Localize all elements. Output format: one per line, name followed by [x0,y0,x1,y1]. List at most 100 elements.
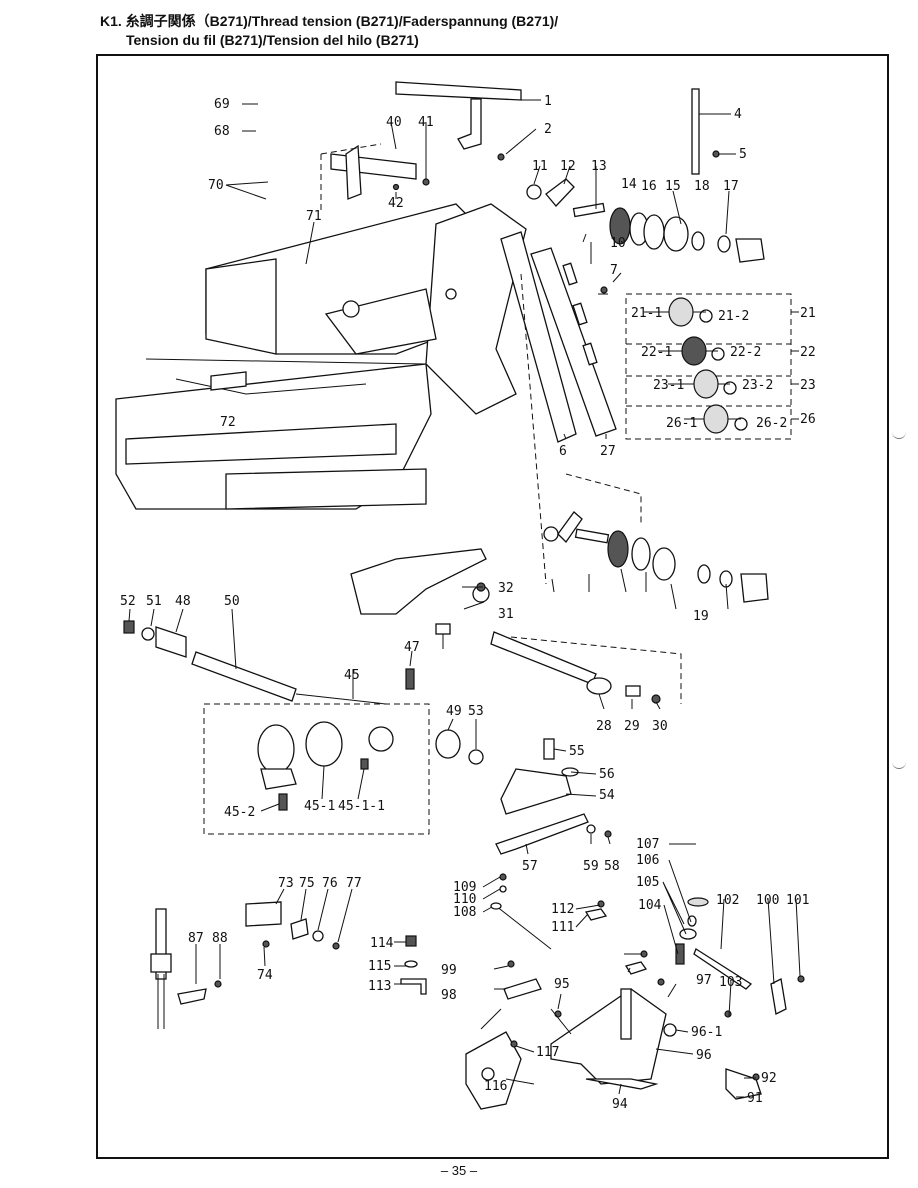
label-part: 68 [214,124,230,139]
label-part: 15 [665,179,681,194]
label-part: 6 [559,444,567,459]
label-part: 21-2 [718,309,749,324]
page-heading: K1. 糸調子関係（B271)/Thread tension (B271)/Fa… [100,12,558,50]
label-part: 58 [604,859,620,874]
label-part: 17 [723,179,739,194]
label-part: 75 [299,876,315,891]
label-part: 22-2 [730,345,761,360]
margin-scan-mark [892,758,906,769]
guides-113-117 [400,935,522,1110]
takeup-bracket [350,548,682,704]
label-part: 11 [532,159,548,174]
label-part: 96 [696,1048,712,1063]
label-part: 113 [368,979,391,994]
label-part: 54 [599,788,615,803]
shaft-parts [123,620,387,705]
label-part: 18 [694,179,710,194]
label-part: 1 [544,94,552,109]
label-part: 105 [636,875,659,890]
label-part: 76 [322,876,338,891]
label-part: 101 [786,893,809,908]
label-part: 42 [388,196,404,211]
label-part: 13 [591,159,607,174]
label-part: 26 [800,412,816,427]
thread-guide-40 [320,143,430,214]
label-part: 16 [641,179,657,194]
label-part: 106 [636,853,659,868]
label-part: 45-1-1 [338,799,385,814]
heading-line-2: Tension du fil (B271)/Tension del hilo (… [126,32,419,48]
label-part: 47 [404,640,420,655]
page-number: – 35 – [440,1163,478,1178]
label-part: 104 [638,898,662,913]
label-part: 70 [208,178,224,193]
label-part: 98 [441,988,457,1003]
label-part: 87 [188,931,204,946]
label-part: 102 [716,893,739,908]
label-part: 77 [346,876,362,891]
guide-73-77 [245,901,340,950]
part-number-labels: 1 2 4 5 6 7 10 11 12 13 14 15 16 17 18 1… [120,94,816,1112]
label-part: 41 [418,115,434,130]
label-part: 21-1 [631,306,662,321]
label-part: 112 [551,902,574,917]
label-part: 88 [212,931,228,946]
label-part: 45-1 [304,799,335,814]
label-part: 29 [624,719,640,734]
label-part: 94 [612,1097,628,1112]
label-part: 57 [522,859,538,874]
label-part: 27 [600,444,616,459]
thread-guide-parts [395,81,720,175]
label-part: 30 [652,719,668,734]
arm-parts [435,729,612,855]
label-part: 111 [551,920,574,935]
label-part: 49 [446,704,462,719]
label-part: 22 [800,345,816,360]
label-part: 107 [636,837,659,852]
label-part: 115 [368,959,391,974]
label-part: 22-1 [641,345,672,360]
label-part: 71 [306,209,322,224]
label-part: 26-1 [666,416,697,431]
label-part: 97 [696,973,712,988]
tension-plates [500,231,617,443]
label-part: 109 [453,880,476,895]
tension-assembly-lower [520,273,769,603]
label-part: 99 [441,963,457,978]
tension-assembly-upper [526,178,765,263]
label-part: 59 [583,859,599,874]
label-part: 2 [544,122,552,137]
label-part: 32 [498,581,514,596]
machine-head-drawing [115,203,527,510]
label-part: 92 [761,1071,777,1086]
label-part: 55 [569,744,585,759]
label-part: 69 [214,97,230,112]
label-part: 100 [756,893,779,908]
label-part: 23-1 [653,378,684,393]
label-part: 10 [610,236,626,251]
label-part: 45-2 [224,805,255,820]
needle-bar-parts [150,908,222,1029]
clamp-box-45 [203,668,430,835]
label-part: 12 [560,159,576,174]
label-part: 56 [599,767,615,782]
label-part: 23-2 [742,378,773,393]
label-part: 96-1 [691,1025,722,1040]
label-part: 5 [739,147,747,162]
label-part: 114 [370,936,394,951]
diagram-frame [96,54,889,1159]
base-94-112 [480,873,805,1100]
label-part: 117 [536,1045,559,1060]
label-part: 31 [498,607,514,622]
label-part: 14 [621,177,637,192]
label-part: 4 [734,107,742,122]
label-part: 19 [693,609,709,624]
label-part: 116 [484,1079,507,1094]
label-part: 73 [278,876,294,891]
exploded-parts-diagram: 1 2 4 5 6 7 10 11 12 13 14 15 16 17 18 1… [115,81,816,1112]
label-part: 51 [146,594,162,609]
label-part: 50 [224,594,240,609]
margin-scan-mark [892,428,906,439]
label-part: 48 [175,594,191,609]
label-part: 26-2 [756,416,787,431]
